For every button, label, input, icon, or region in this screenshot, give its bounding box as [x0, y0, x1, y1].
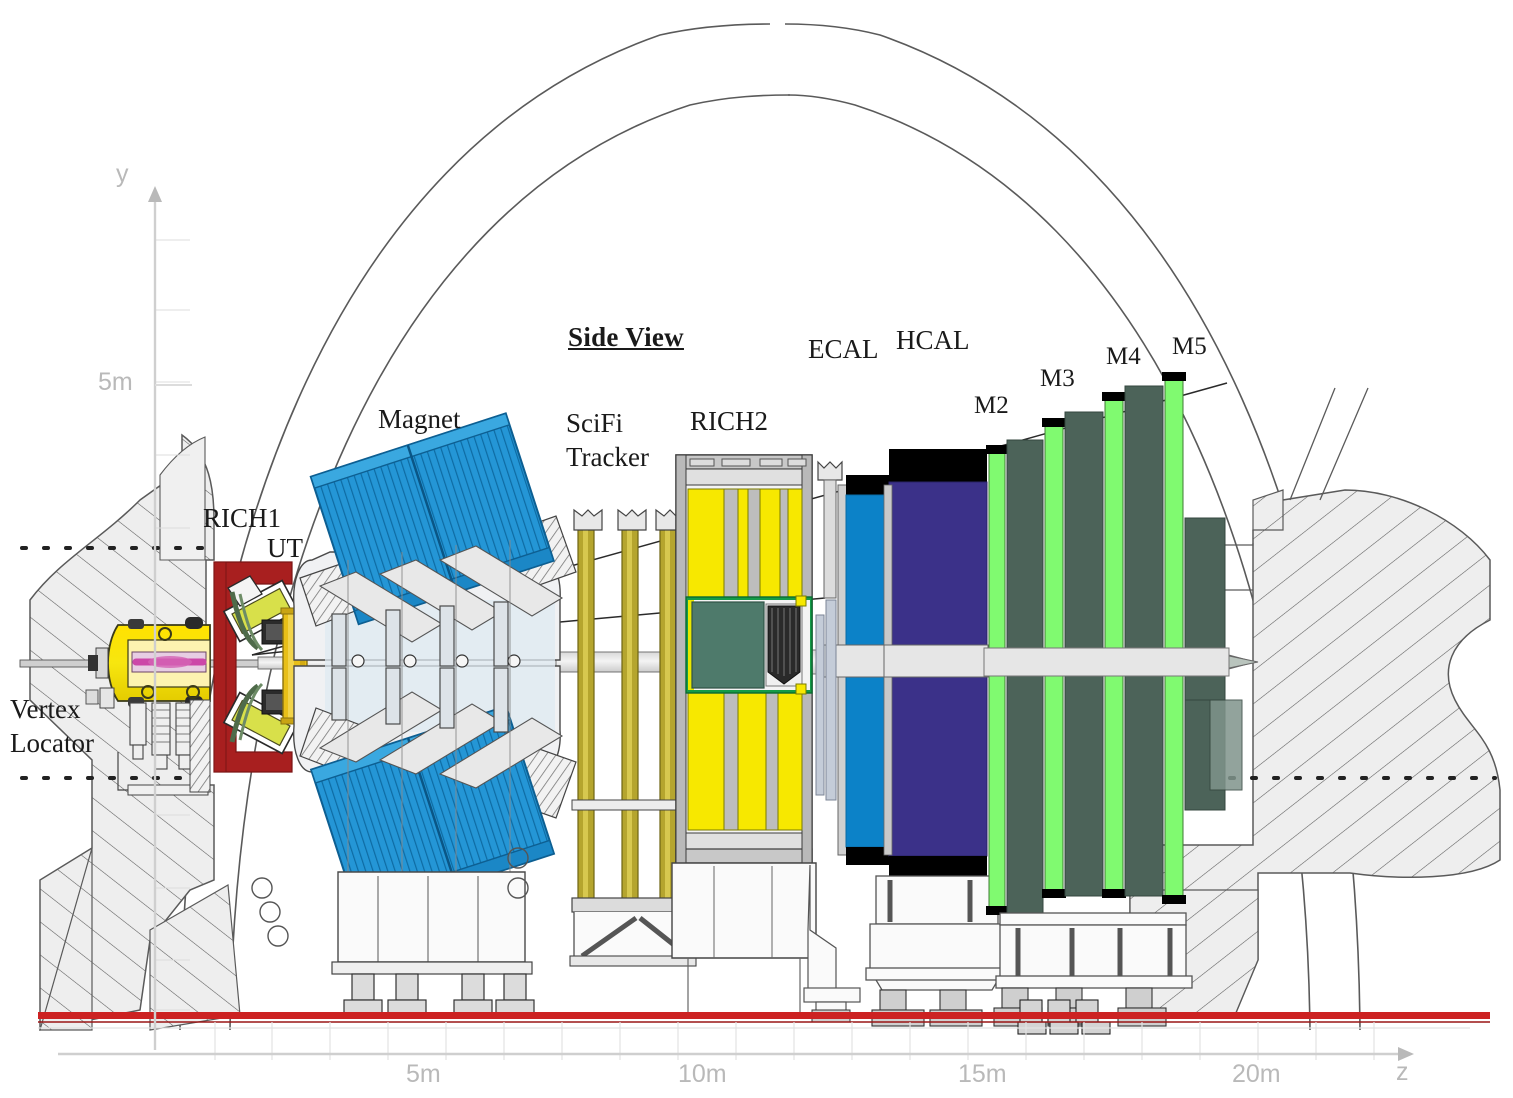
label-m3: M3: [1040, 365, 1075, 392]
axis-lines: [58, 186, 1414, 1061]
y-axis-tick-5m: 5m: [98, 368, 133, 396]
z-axis-tick-20m: 20m: [1232, 1060, 1281, 1088]
z-axis-label: z: [1396, 1058, 1409, 1086]
figure-title: Side View: [568, 322, 684, 352]
label-hcal: HCAL: [896, 325, 970, 355]
label-scifi-line1: SciFi: [566, 408, 624, 438]
y-axis-label: y: [116, 160, 129, 188]
z-axis-tick-5m: 5m: [406, 1060, 441, 1088]
label-vertex-locator-line1: Vertex: [10, 694, 81, 724]
label-rich1: RICH1: [203, 503, 282, 533]
label-rich2: RICH2: [690, 406, 769, 436]
magnet: [251, 412, 577, 1019]
rich2-detector: [671, 454, 817, 1015]
label-ecal: ECAL: [808, 334, 879, 364]
label-m5: M5: [1172, 333, 1207, 360]
label-vertex-locator-line2: Locator: [10, 728, 94, 758]
z-axis-tick-10m: 10m: [678, 1060, 727, 1088]
label-scifi-line2: Tracker: [566, 442, 649, 472]
hcal-calorimeter: [865, 449, 1007, 1027]
vertex-locator-detector: [85, 617, 211, 796]
label-magnet: Magnet: [378, 404, 461, 434]
label-m2: M2: [974, 392, 1009, 419]
left-concrete-shielding: [29, 433, 241, 1031]
label-ut: UT: [267, 533, 303, 563]
z-axis-tick-15m: 15m: [958, 1060, 1007, 1088]
reference-dotted-lines: [20, 546, 1497, 780]
label-m4: M4: [1106, 343, 1141, 370]
scifi-tracker: [569, 508, 697, 967]
